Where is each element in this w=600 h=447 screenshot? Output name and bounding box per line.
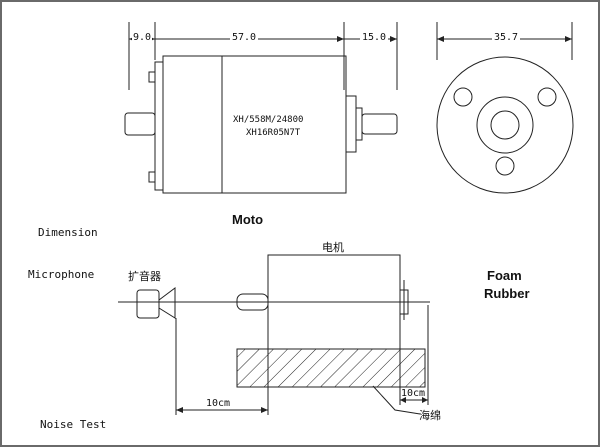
motor-model-line2: XH16R05N7T (246, 128, 301, 138)
caption-foam-line2: Rubber (484, 286, 530, 301)
distance-motor-end: 10cm (401, 388, 426, 399)
caption-foam-line1: Foam (487, 268, 522, 283)
caption-dimension: Dimension (38, 226, 98, 239)
motor-model-line1: XH/558M/24800 (233, 115, 304, 125)
caption-microphone: Microphone (28, 268, 95, 281)
motor-end-view (436, 22, 574, 194)
motor-side-view (124, 22, 398, 194)
caption-noise-test: Noise Test (40, 418, 107, 431)
foam-block (236, 348, 426, 388)
dimension-left: 9.0 (132, 32, 153, 43)
caption-moto: Moto (232, 212, 264, 227)
dimension-body: 57.0 (230, 32, 259, 43)
noise-test-setup (118, 254, 430, 415)
sponge-label: 海绵 (419, 410, 441, 422)
motor-label: 电机 (322, 242, 344, 254)
dimension-diameter: 35.7 (492, 32, 521, 43)
dimension-right: 15.0 (360, 32, 389, 43)
speaker-label: 扩音器 (128, 271, 161, 283)
distance-speaker-motor: 10cm (206, 398, 231, 409)
